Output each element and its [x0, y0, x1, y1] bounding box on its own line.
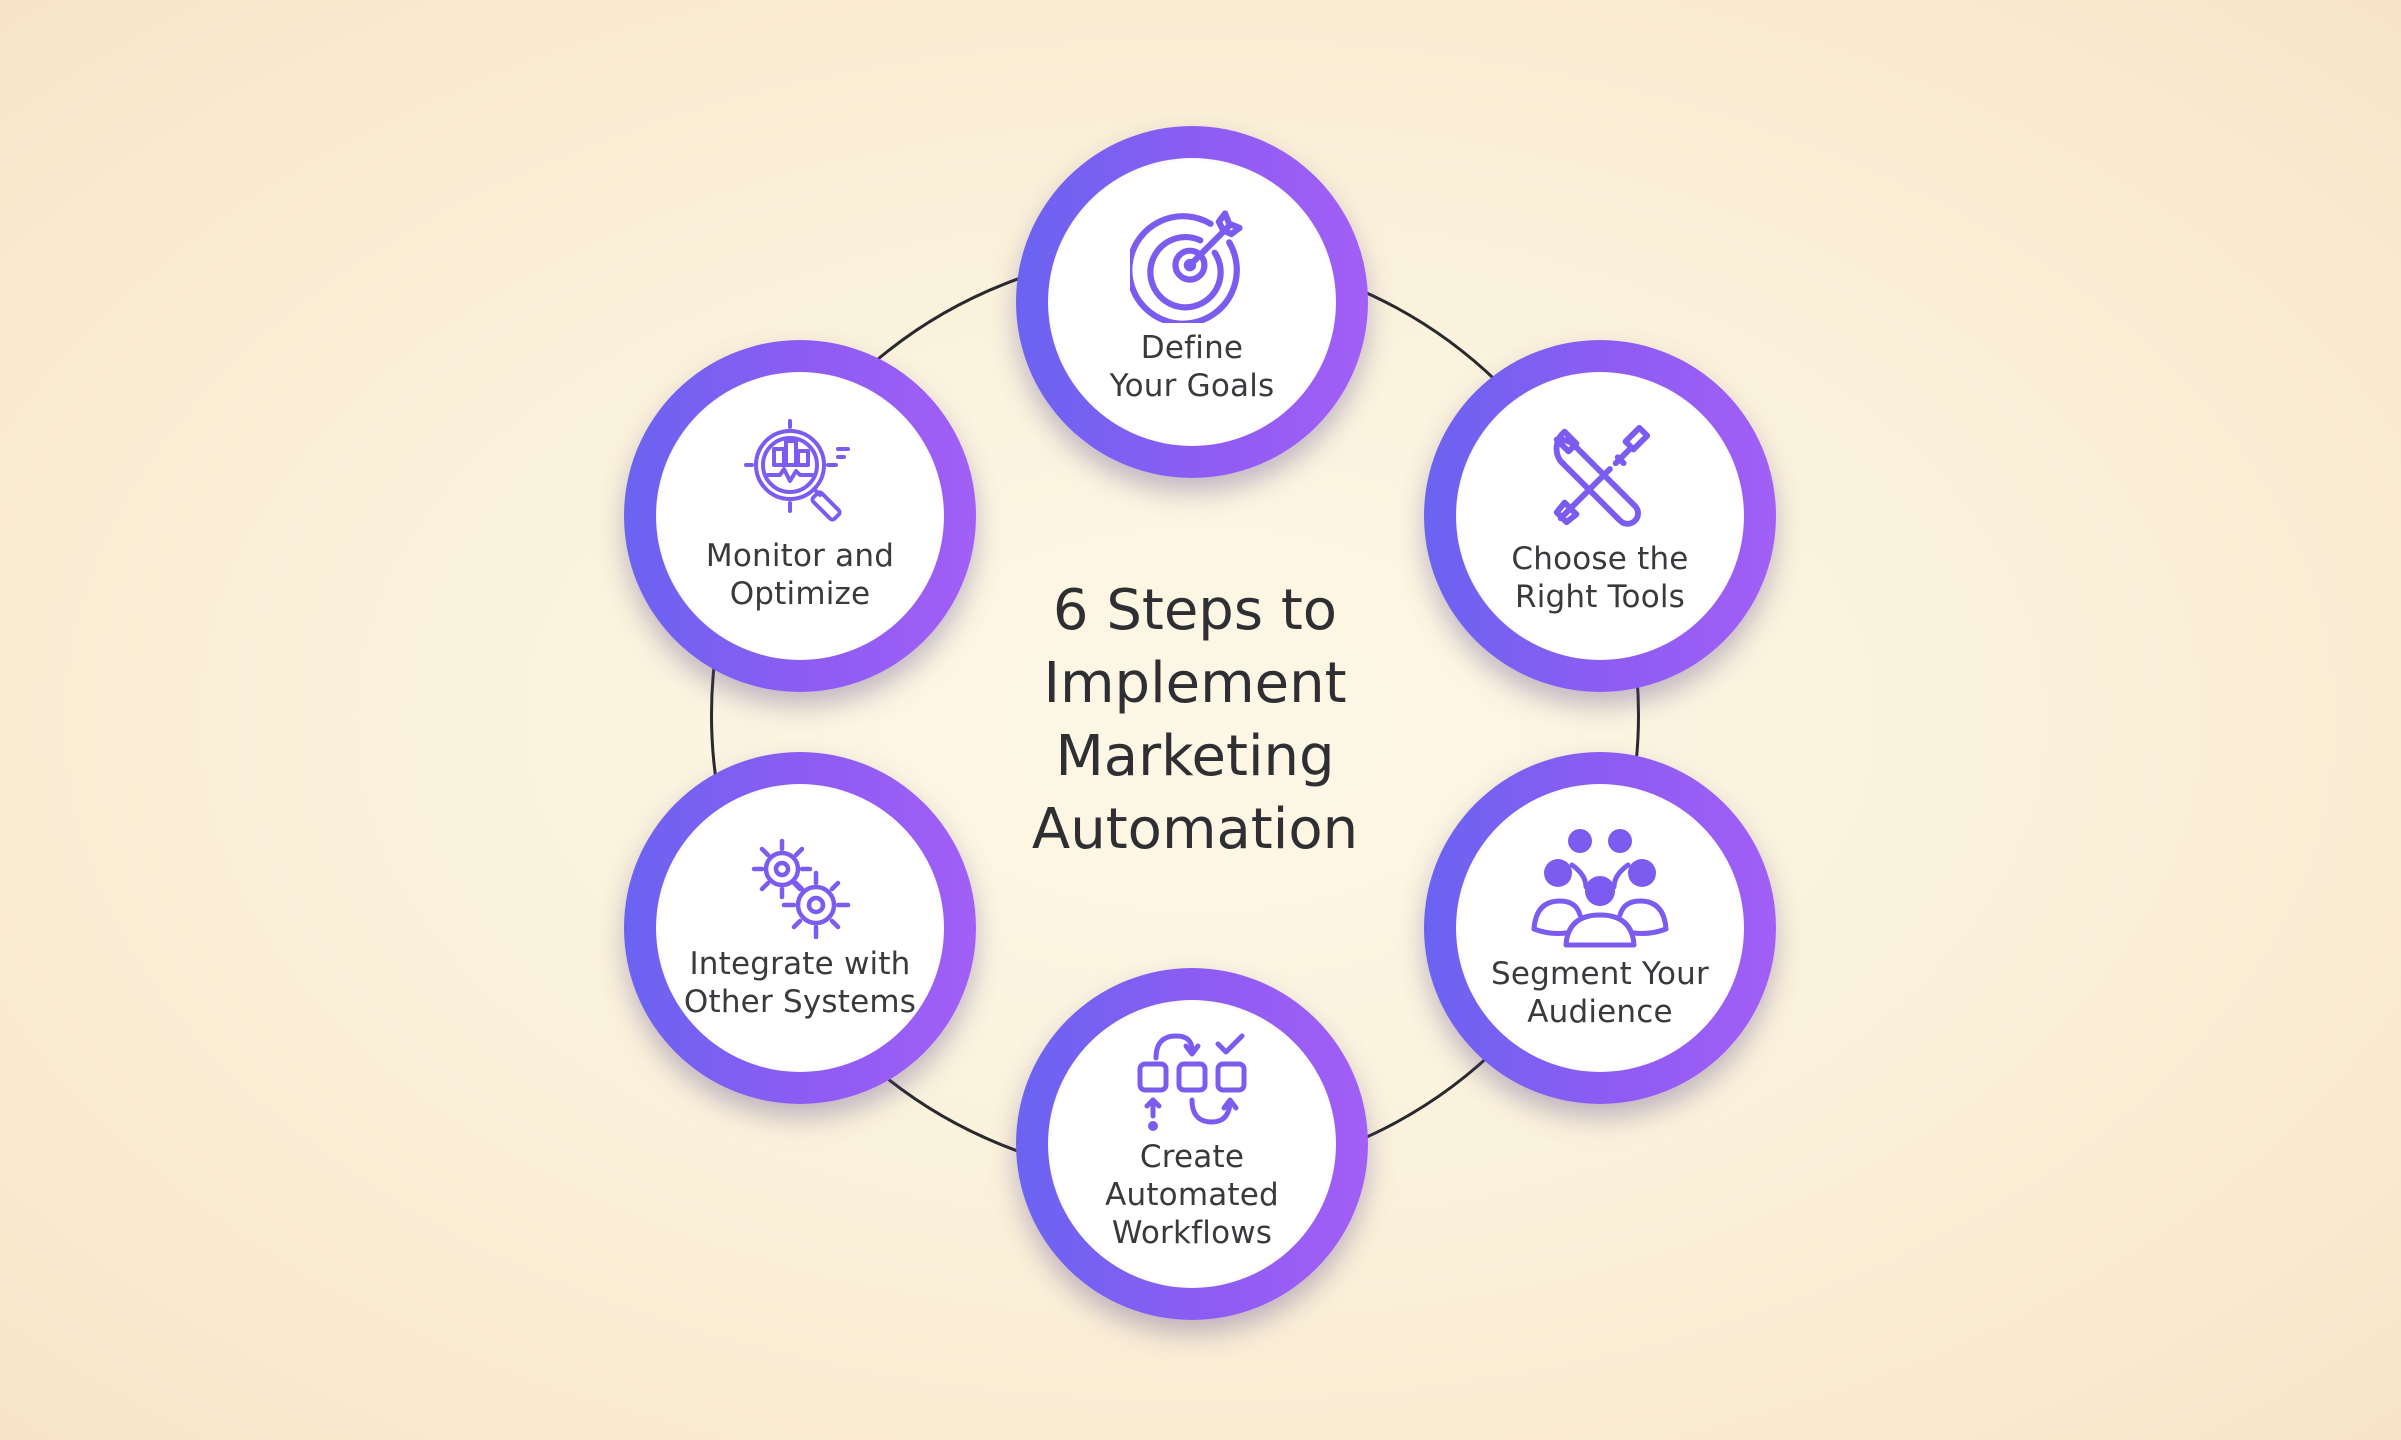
title-line: Implement [1043, 651, 1347, 716]
step-label-line: Your Goals [1109, 368, 1275, 404]
step-label-line: Audience [1527, 994, 1673, 1030]
title-line: 6 Steps to [1052, 578, 1338, 643]
title-line: Automation [1031, 797, 1359, 862]
title-line: Marketing [1055, 724, 1335, 789]
step-label-line: Workflows [1111, 1215, 1273, 1251]
step-integrate-systems-label: Integrate with Other Systems [684, 945, 916, 1021]
step-segment-audience: Segment Your Audience [1424, 752, 1776, 1104]
step-create-workflows-label: Create Automated Workflows [1105, 1138, 1279, 1252]
step-label-line: Integrate with [689, 946, 911, 982]
tools-icon [1553, 424, 1651, 527]
step-label-line: Create [1139, 1139, 1245, 1175]
step-segment-audience-label: Segment Your Audience [1491, 955, 1709, 1031]
step-integrate-systems: Integrate with Other Systems [624, 752, 976, 1104]
step-create-workflows: Create Automated Workflows [1016, 968, 1368, 1320]
step-monitor-optimize-label: Monitor and Optimize [706, 537, 894, 613]
step-define-goals: Define Your Goals [1016, 126, 1368, 478]
step-choose-tools-label: Choose the Right Tools [1511, 540, 1688, 616]
step-label-line: Optimize [729, 576, 871, 612]
target-icon [1130, 210, 1243, 323]
step-define-goals-label: Define Your Goals [1110, 329, 1275, 405]
step-label-line: Other Systems [683, 984, 917, 1020]
step-monitor-optimize: Monitor and Optimize [624, 340, 976, 692]
diagram-title: 6 Steps to Implement Marketing Automatio… [940, 574, 1450, 866]
step-label-line: Automated [1105, 1177, 1279, 1213]
step-integrate-systems-face: Integrate with Other Systems [656, 784, 944, 1072]
step-monitor-optimize-face: Monitor and Optimize [656, 372, 944, 660]
analytics-magnifier-icon [744, 419, 850, 522]
step-define-goals-face: Define Your Goals [1048, 158, 1336, 446]
audience-icon [1531, 829, 1669, 948]
step-create-workflows-face: Create Automated Workflows [1048, 1000, 1336, 1288]
step-segment-audience-face: Segment Your Audience [1456, 784, 1744, 1072]
step-label-line: Right Tools [1514, 579, 1686, 615]
step-choose-tools: Choose the Right Tools [1424, 340, 1776, 692]
step-label-line: Segment Your [1491, 956, 1709, 992]
gears-icon [751, 838, 851, 939]
step-label-line: Define [1140, 330, 1244, 366]
step-label-line: Choose the [1511, 541, 1689, 577]
workflow-icon [1137, 1033, 1247, 1131]
step-label-line: Monitor and [705, 538, 895, 574]
step-choose-tools-face: Choose the Right Tools [1456, 372, 1744, 660]
